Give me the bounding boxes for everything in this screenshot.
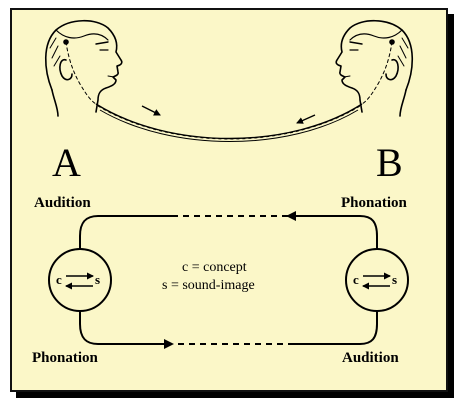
speaker-b-label: B (376, 140, 403, 185)
circle-a-s: s (95, 272, 100, 287)
circle-b-c: c (353, 272, 359, 287)
diagram-frame (10, 8, 448, 392)
label-audition-top: Audition (34, 195, 91, 211)
circle-b-s: s (392, 272, 397, 287)
sound-wave-connection (95, 103, 363, 142)
label-phonation-bottom: Phonation (32, 350, 99, 366)
circle-a-c: c (56, 272, 62, 287)
concept-circle-b: c s (345, 248, 409, 312)
label-phonation-top: Phonation (341, 195, 408, 211)
top-flow-path (79, 211, 378, 250)
head-b-icon (335, 19, 414, 117)
concept-circle-a: c s (48, 248, 112, 312)
head-a-icon (44, 19, 123, 117)
speaker-a-label: A (52, 140, 81, 185)
bottom-flow-path (79, 310, 378, 349)
legend-concept: c = concept (182, 260, 247, 275)
wave-arrow-right (141, 105, 161, 116)
wave-arrow-left (296, 114, 316, 124)
label-audition-bottom: Audition (342, 350, 399, 366)
legend-sound-image: s = sound-image (162, 278, 255, 293)
